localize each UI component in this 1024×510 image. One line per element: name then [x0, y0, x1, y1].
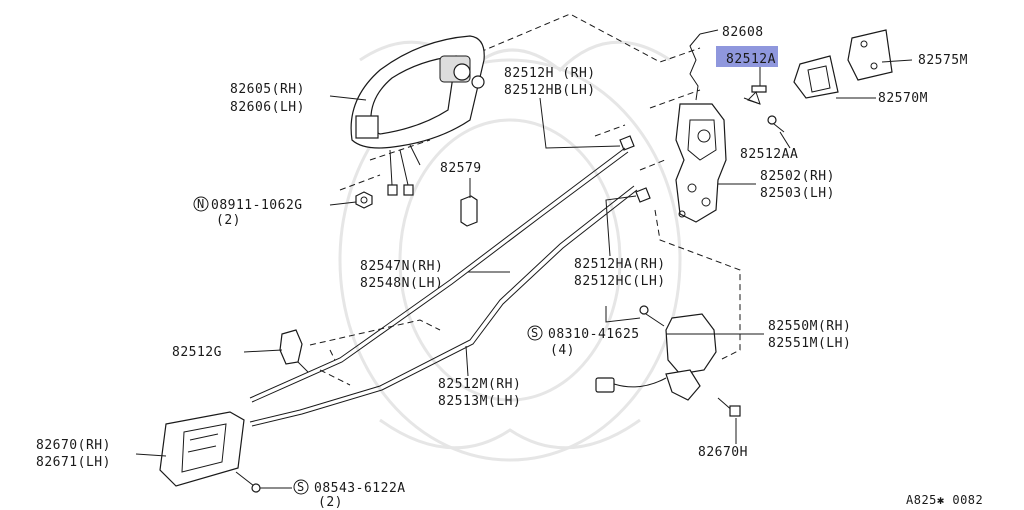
- label-82513M[interactable]: 82513M(LH): [438, 394, 521, 409]
- clip-82512H-part[interactable]: [619, 135, 635, 151]
- label-82512AA[interactable]: 82512AA: [740, 147, 798, 162]
- label-82551M[interactable]: 82551M(LH): [768, 336, 851, 351]
- highlight-82512A: [716, 46, 778, 67]
- clip-82579-part[interactable]: [460, 195, 478, 227]
- label-08310[interactable]: S 08310-41625 (4): [527, 325, 640, 358]
- label-08911-qty: (2): [216, 213, 241, 228]
- clip-82512HA-part[interactable]: [635, 187, 651, 203]
- label-08543-qty: (2): [318, 495, 343, 510]
- label-82512M[interactable]: 82512M(RH): [438, 377, 521, 392]
- plate-82575M-part[interactable]: [847, 29, 893, 81]
- label-82512HC[interactable]: 82512HC(LH): [574, 274, 666, 289]
- outside-handle-part[interactable]: [350, 35, 485, 196]
- background-watermark: [338, 40, 682, 462]
- label-82670H[interactable]: 82670H: [698, 445, 748, 460]
- part-labels: 82608 82512A 82575M 82570M 82605(RH) 826…: [36, 25, 983, 510]
- screw-prefix-mark: S: [297, 480, 305, 494]
- bolt-82670H-part[interactable]: [717, 397, 741, 417]
- nut-prefix-mark: N: [197, 197, 205, 211]
- label-82575M[interactable]: 82575M: [918, 53, 968, 68]
- label-82547N[interactable]: 82547N(RH): [360, 259, 443, 274]
- label-82608[interactable]: 82608: [722, 25, 764, 40]
- label-82512HB[interactable]: 82512HB(LH): [504, 83, 596, 98]
- label-08911[interactable]: N 08911-1062G (2): [193, 196, 303, 228]
- screw-82512AA-part[interactable]: [767, 115, 785, 133]
- clip-82512G-part[interactable]: [279, 329, 309, 373]
- screw-08310-part[interactable]: [639, 305, 665, 327]
- screw-prefix-mark: S: [531, 326, 539, 340]
- label-82512G[interactable]: 82512G: [172, 345, 222, 360]
- label-82503[interactable]: 82503(LH): [760, 186, 835, 201]
- label-82606[interactable]: 82606(LH): [230, 100, 305, 115]
- label-82670[interactable]: 82670(RH): [36, 438, 111, 453]
- screw-08543-part[interactable]: [235, 471, 261, 493]
- label-82512HA[interactable]: 82512HA(RH): [574, 257, 666, 272]
- label-08310-code: 08310-41625: [548, 327, 640, 342]
- nut-08911-part[interactable]: [355, 191, 373, 209]
- rod-82547N-part[interactable]: [249, 147, 629, 403]
- label-82579[interactable]: 82579: [440, 161, 482, 176]
- actuator-82550M-part[interactable]: [595, 313, 717, 401]
- label-82605[interactable]: 82605(RH): [230, 82, 305, 97]
- screw-82512A-part[interactable]: [743, 85, 767, 105]
- striker-82570M-part[interactable]: [793, 55, 839, 99]
- label-82512H[interactable]: 82512H (RH): [504, 66, 596, 81]
- label-08310-qty: (4): [550, 343, 575, 358]
- rod-82512M-part[interactable]: [249, 185, 638, 427]
- label-08911-code: 08911-1062G: [211, 198, 303, 213]
- label-82502[interactable]: 82502(RH): [760, 169, 835, 184]
- assembly-dashed-lines: [309, 13, 741, 386]
- leader-lines: [135, 29, 913, 489]
- figure-code: A825✱ 0082: [906, 493, 983, 507]
- label-82671[interactable]: 82671(LH): [36, 455, 111, 470]
- rod-82608-part[interactable]: [689, 33, 701, 101]
- label-82570M[interactable]: 82570M: [878, 91, 928, 106]
- label-08543[interactable]: S 08543-6122A (2): [293, 479, 406, 510]
- label-82550M[interactable]: 82550M(RH): [768, 319, 851, 334]
- label-82548N[interactable]: 82548N(LH): [360, 276, 443, 291]
- label-82512A[interactable]: 82512A: [726, 52, 776, 67]
- door-lock-82502-part[interactable]: [675, 103, 727, 223]
- label-08543-code: 08543-6122A: [314, 481, 406, 496]
- inside-handle-82670-part[interactable]: [159, 411, 245, 487]
